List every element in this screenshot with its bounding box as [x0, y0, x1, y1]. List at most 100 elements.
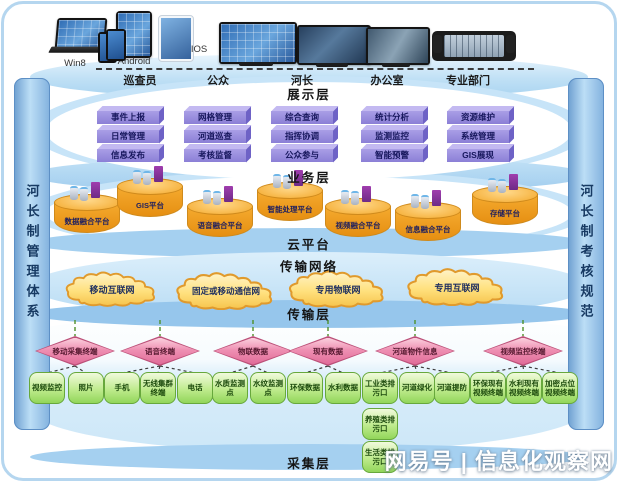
platform-cylinder-info-fusion: 信息融合平台	[395, 190, 461, 248]
collector-video-monitoring: 视频监控	[29, 372, 65, 404]
module-column-4: 统计分析 监测监控 智能预警	[361, 105, 423, 162]
terminal-voice: 语音终端	[120, 336, 200, 366]
module-box: GIS展现	[447, 149, 509, 162]
business-layer-label: 业务层	[287, 171, 331, 185]
collector-water-conservancy-data: 水利数据	[325, 372, 361, 404]
collector-env-data: 环保数据	[287, 372, 323, 404]
display-layer-label: 展示层	[287, 88, 331, 102]
terminal-video-surveillance: 视频监控终端	[483, 336, 563, 366]
monitor-stand	[316, 63, 348, 67]
module-label: 网格管理	[197, 112, 232, 122]
cloud-fixed-mobile-comm: 固定或移动通信网	[161, 272, 291, 310]
cloud-platform-label: 云平台	[287, 238, 331, 252]
module-label: 统计分析	[374, 112, 409, 122]
module-column-5: 资源维护 系统管理 GIS展现	[447, 105, 509, 162]
platform-label-win8: Win8	[64, 58, 86, 69]
handset-icon	[506, 35, 515, 53]
console-panel	[444, 35, 504, 57]
collector-industrial-outlet: 工业类排污口	[362, 372, 398, 404]
right-pillar-label: 河长制考核规范	[578, 184, 594, 324]
cloud-label: 固定或移动通信网	[191, 286, 260, 296]
cloud-label: 专用互联网	[434, 282, 480, 293]
terminal-river-objects: 河道物件信息	[375, 336, 455, 366]
platform-label: 视频融合平台	[335, 221, 381, 230]
module-label: 河道巡查	[197, 131, 232, 141]
terminal-label: 物联数据	[238, 346, 268, 356]
module-column-1: 事件上报 日常管理 信息发布	[97, 105, 159, 162]
collector-hydrology-point: 水纹监测点	[250, 372, 286, 404]
terminal-label: 语音终端	[145, 346, 175, 356]
module-box: 资源维护	[447, 111, 509, 124]
left-pillar: 河长制管理体系	[14, 78, 50, 430]
module-box: 事件上报	[97, 111, 159, 124]
collector-telephone: 电话	[177, 372, 213, 404]
platform-label: 智能处理平台	[267, 205, 313, 214]
role-professional-dept: 专业部门	[446, 75, 490, 87]
cloud-dedicated-iot: 专用物联网	[285, 270, 391, 308]
terminal-existing-data: 现有数据	[288, 336, 368, 366]
terminal-mobile-collection: 移动采集终端	[35, 336, 115, 366]
terminal-label: 现有数据	[313, 346, 343, 356]
module-box: 智能预警	[361, 149, 423, 162]
collector-water-quality-point: 水质监测点	[212, 372, 248, 404]
right-pillar: 河长制考核规范	[568, 78, 604, 430]
collection-layer-label: 采集层	[287, 457, 331, 471]
platform-label-ios: IOS	[190, 44, 208, 55]
phone-console-icon	[432, 31, 516, 61]
left-pillar-label: 河长制管理体系	[24, 184, 40, 324]
cloud-mobile-internet: 移动互联网	[62, 270, 162, 308]
handset-icon	[433, 35, 442, 53]
module-column-2: 网格管理 河道巡查 考核监督	[184, 105, 246, 162]
role-river-chief: 河长	[291, 75, 313, 87]
platform-label: 信息融合平台	[405, 225, 451, 234]
module-label: GIS展现	[462, 150, 494, 160]
module-box: 信息发布	[97, 149, 159, 162]
monitor-stand	[239, 62, 273, 66]
module-label: 综合查询	[284, 112, 319, 122]
terminal-label: 视频监控终端	[500, 346, 546, 356]
watermark: 网易号 | 信息化观察网	[384, 449, 613, 474]
platform-label: GIS平台	[136, 201, 164, 210]
module-box: 日常管理	[97, 130, 159, 143]
cloud-label: 专用物联网	[315, 284, 361, 295]
office-monitor-icon	[297, 25, 371, 65]
module-box: 考核监督	[184, 149, 246, 162]
bottom-band	[30, 444, 588, 470]
platform-cylinder-voice-fusion: 语音融合平台	[187, 186, 253, 244]
module-label: 资源维护	[460, 112, 495, 122]
collector-river-greening: 河道绿化	[399, 372, 435, 404]
riverchief-monitor-icon	[219, 22, 297, 64]
platform-cylinder-gis: GIS平台	[117, 166, 183, 224]
network-layer-label: 传输网络	[279, 260, 338, 274]
module-label: 智能预警	[374, 150, 409, 160]
collector-photo: 照片	[68, 372, 104, 404]
module-box: 系统管理	[447, 130, 509, 143]
platform-label: 存储平台	[490, 209, 520, 218]
module-box: 网格管理	[184, 111, 246, 124]
module-box: 统计分析	[361, 111, 423, 124]
role-divider-dashed-line	[96, 68, 534, 70]
cloud-dedicated-internet: 专用互联网	[400, 268, 514, 306]
module-label: 指挥协调	[284, 131, 319, 141]
module-box: 公众参与	[271, 149, 333, 162]
android-phone-icon	[106, 29, 126, 61]
terminal-iot-data: 物联数据	[213, 336, 293, 366]
collector-domestic-outlet: 生活类排污口	[362, 441, 398, 473]
collector-water-video-terminal: 水利现有视频终端	[506, 372, 542, 404]
module-label: 事件上报	[110, 112, 145, 122]
module-label: 监测监控	[374, 131, 409, 141]
module-column-3: 综合查询 指挥协调 公众参与	[271, 105, 333, 162]
module-label: 公众参与	[284, 150, 319, 160]
ios-tablet-icon	[158, 15, 194, 62]
terminal-label: 河道物件信息	[392, 346, 438, 356]
platform-cylinder-storage: 存储平台	[472, 174, 538, 232]
role-office: 办公室	[370, 75, 404, 87]
module-label: 考核监督	[197, 150, 232, 160]
collector-env-video-terminal: 环保现有视频终端	[470, 372, 506, 404]
module-box: 指挥协调	[271, 130, 333, 143]
control-room-monitor-icon	[366, 27, 430, 65]
collector-aquaculture-outlet: 养殖类排污口	[362, 408, 398, 440]
role-inspector: 巡查员	[123, 75, 157, 87]
